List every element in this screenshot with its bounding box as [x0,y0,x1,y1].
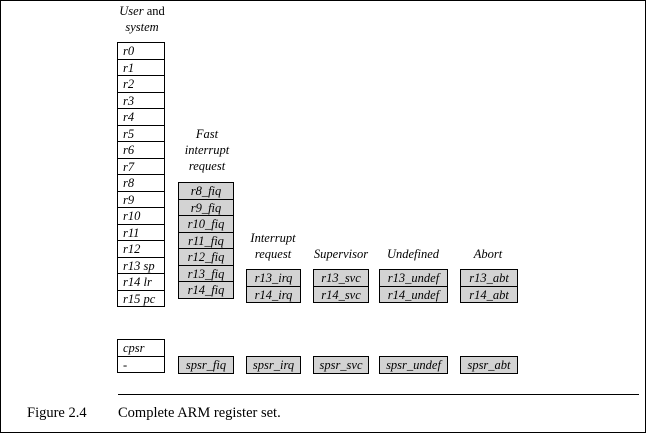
register-r14-irq: r14_irq [246,285,301,303]
abt-register-column: r13_abt r14_abt [460,269,518,303]
register-spsr-fiq: spsr_fiq [178,356,234,374]
register-r2: r2 [117,75,165,93]
register-r5: r5 [117,124,165,142]
svc-spsr-column: spsr_svc [313,356,369,374]
register-r0: r0 [117,42,165,60]
register-r14-abt: r14_abt [460,285,518,303]
register-r11-fiq: r11_fiq [178,231,234,249]
header-abt: Abort [473,247,503,261]
figure-caption: Complete ARM register set. [118,405,281,421]
register-r3: r3 [117,91,165,109]
undef-spsr-column: spsr_undef [379,356,448,374]
header-user-system: User and system [119,4,165,34]
register-r13-fiq: r13_fiq [178,264,234,282]
register-spsr-svc: spsr_svc [313,356,369,374]
register-r1: r1 [117,58,165,76]
irq-spsr-column: spsr_irq [246,356,301,374]
register-r9-fiq: r9_fiq [178,198,234,216]
register-r8: r8 [117,174,165,192]
register-r14-lr: r14 lr [117,273,165,291]
register-spsr-irq: spsr_irq [246,356,301,374]
fiq-register-column: r8_fiq r9_fiq r10_fiq r11_fiq r12_fiq r1… [178,182,234,299]
undef-register-column: r13_undef r14_undef [379,269,448,303]
figure-number: Figure 2.4 [27,405,87,421]
register-r15-pc: r15 pc [117,289,165,307]
fiq-spsr-column: spsr_fiq [178,356,234,374]
header-irq: Interrupt request [250,231,296,261]
register-r13-abt: r13_abt [460,269,518,287]
register-r14-fiq: r14_fiq [178,281,234,299]
header-svc: Supervisor [313,247,369,261]
register-r9: r9 [117,190,165,208]
register-r7: r7 [117,157,165,175]
irq-register-column: r13_irq r14_irq [246,269,301,303]
header-undef: Undefined [386,247,440,261]
register-r13-irq: r13_irq [246,269,301,287]
caption-divider [118,394,639,395]
register-r4: r4 [117,108,165,126]
register-r13-svc: r13_svc [313,269,369,287]
register-r12-fiq: r12_fiq [178,248,234,266]
register-r8-fiq: r8_fiq [178,182,234,200]
register-spsr-abt: spsr_abt [460,356,518,374]
user-register-column: r0 r1 r2 r3 r4 r5 r6 r7 r8 r9 r10 r11 r1… [117,42,165,307]
abt-spsr-column: spsr_abt [460,356,518,374]
register-r10: r10 [117,207,165,225]
register-r14-svc: r14_svc [313,285,369,303]
user-status-column: cpsr - [117,339,165,373]
header-fiq: Fast interrupt request [184,127,230,173]
register-user-spsr-none: - [117,355,165,373]
register-r6: r6 [117,141,165,159]
register-r13-undef: r13_undef [379,269,448,287]
register-r13-sp: r13 sp [117,256,165,274]
register-r11: r11 [117,223,165,241]
register-spsr-undef: spsr_undef [379,356,448,374]
register-r14-undef: r14_undef [379,285,448,303]
svc-register-column: r13_svc r14_svc [313,269,369,303]
register-r10-fiq: r10_fiq [178,215,234,233]
register-cpsr: cpsr [117,339,165,357]
register-r12: r12 [117,240,165,258]
